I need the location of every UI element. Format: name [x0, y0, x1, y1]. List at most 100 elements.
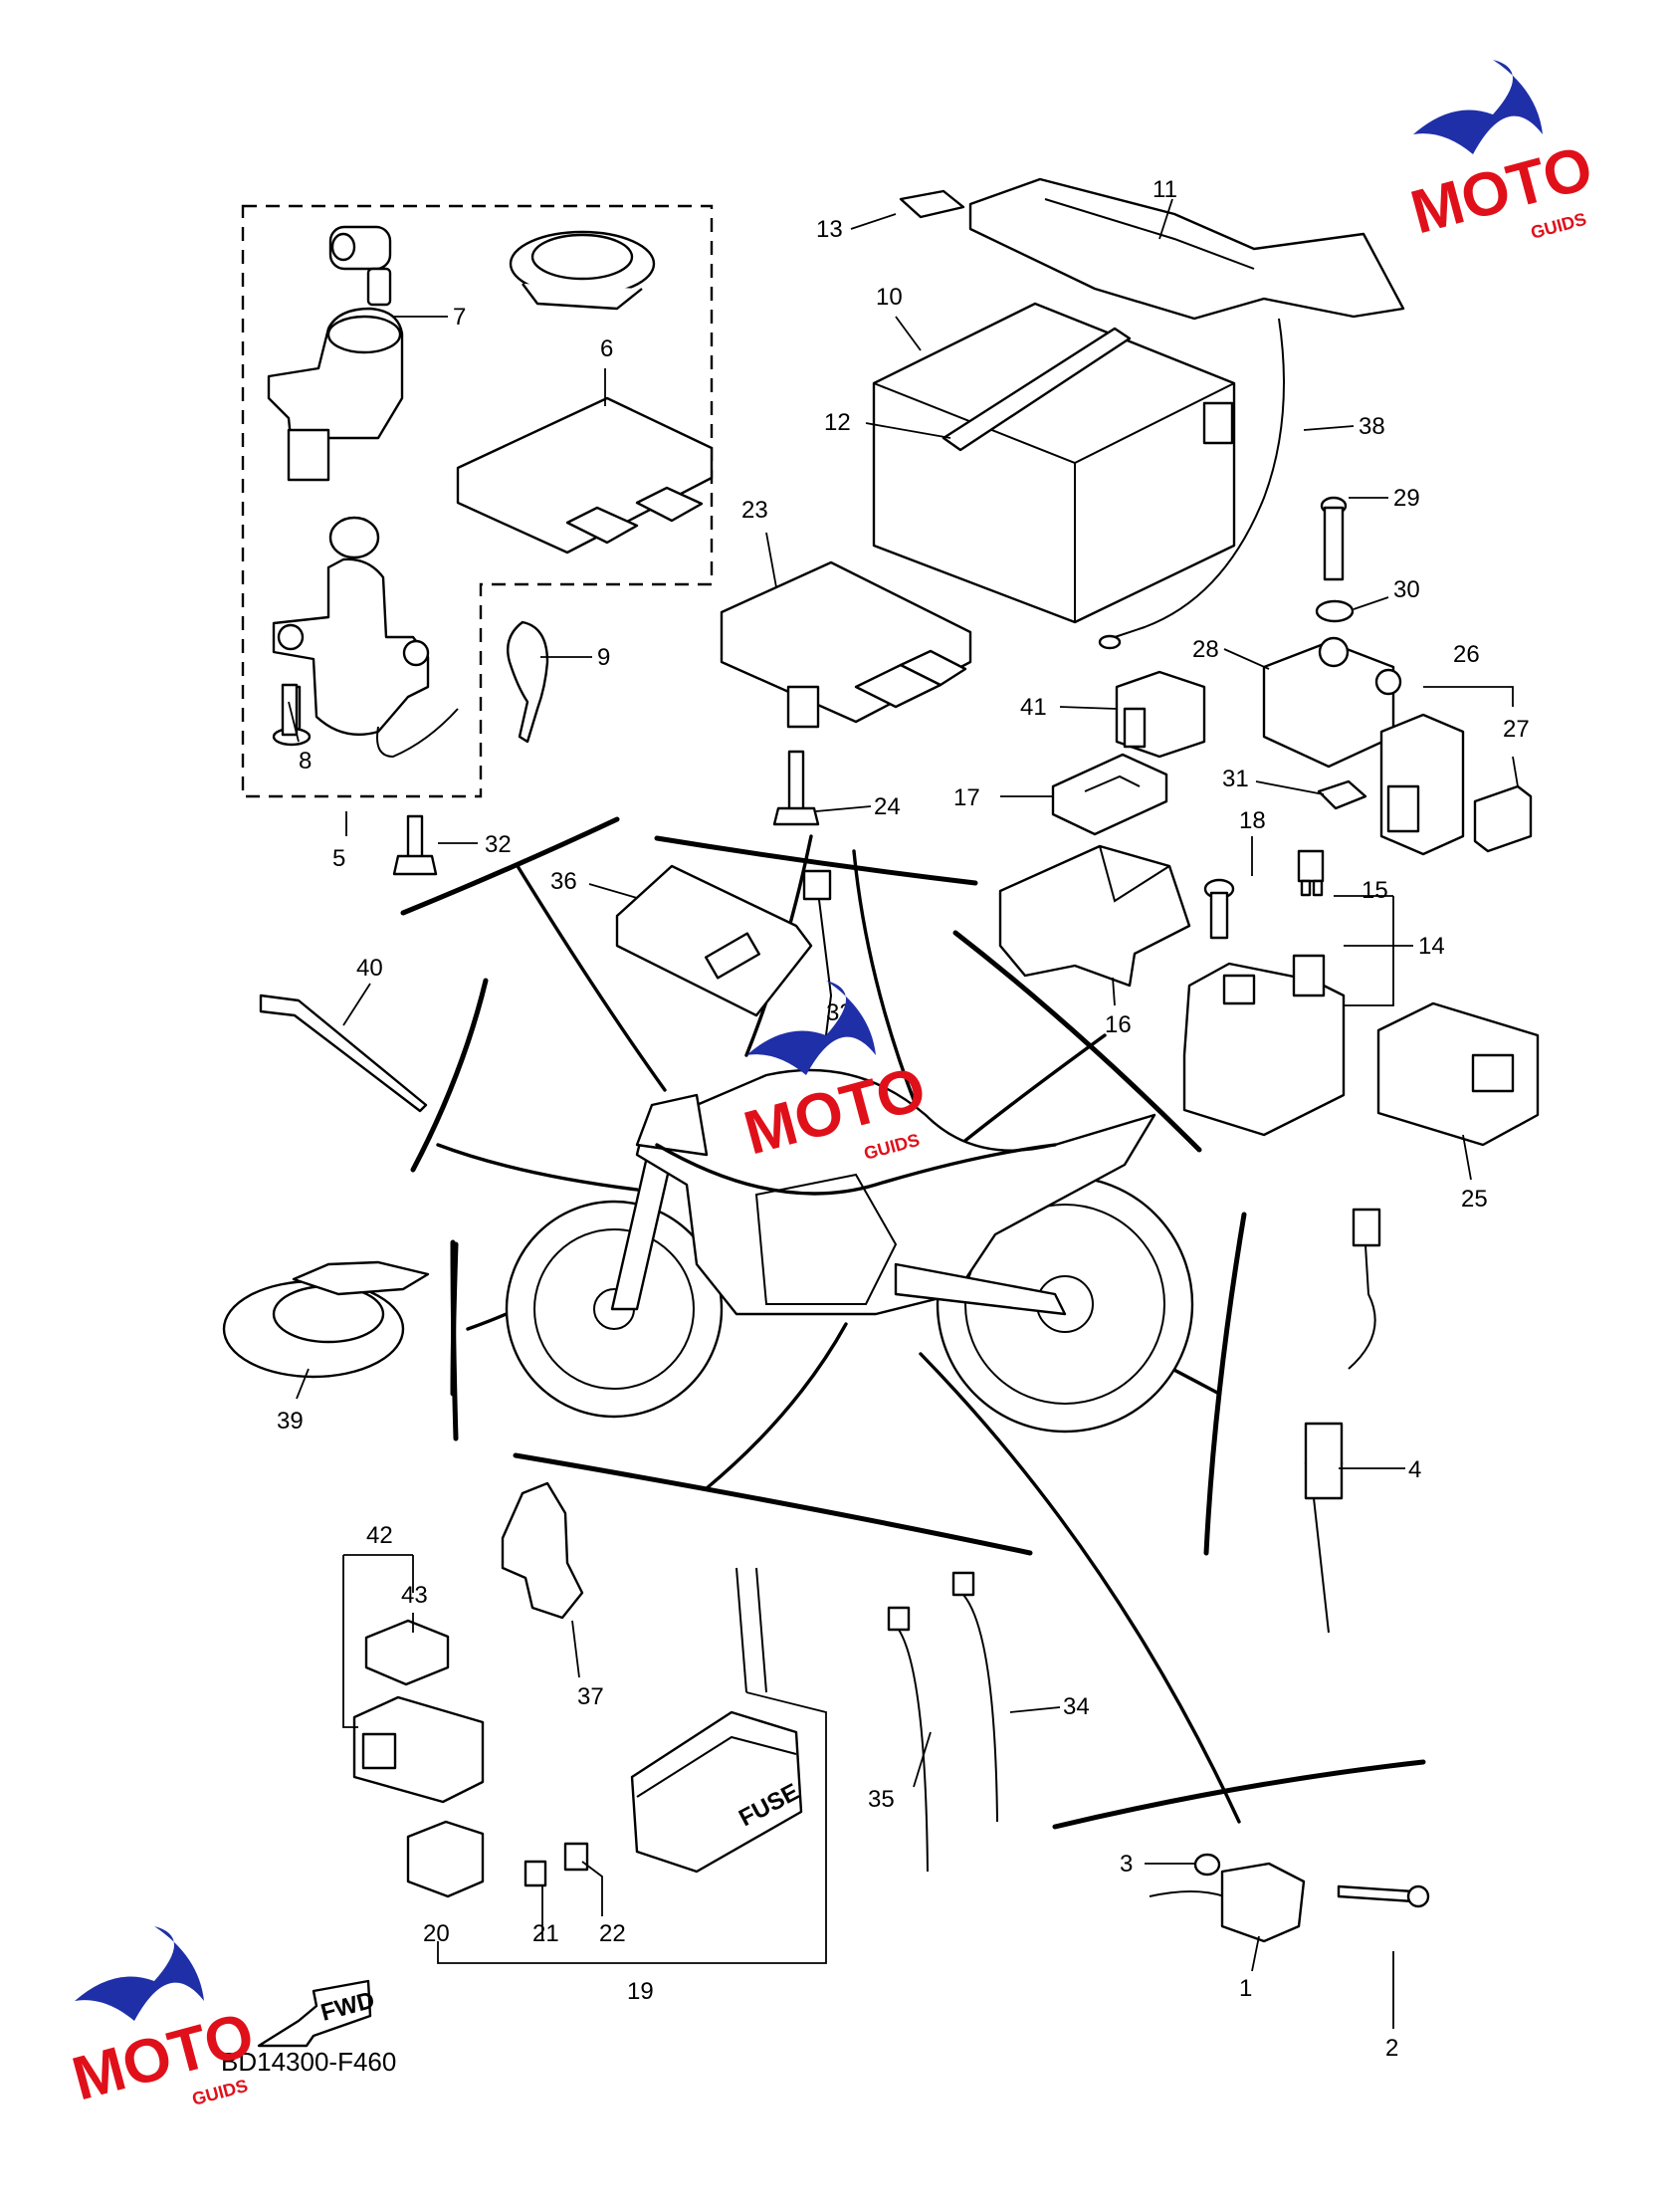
callout-8: 8	[299, 748, 312, 774]
ignition-switch-assembly	[272, 516, 459, 759]
callout-17: 17	[953, 784, 980, 811]
callout-35: 35	[868, 1786, 895, 1813]
bolt-32	[392, 814, 438, 876]
callout-7: 7	[453, 304, 466, 331]
callout-14: 14	[1418, 933, 1445, 960]
callout-3: 3	[1120, 1851, 1133, 1878]
callout-4: 4	[1408, 1456, 1421, 1483]
callout-39: 39	[277, 1408, 304, 1435]
relay-cover-27	[1473, 784, 1533, 853]
watermark-logo-bottom: MOTO GUIDS	[66, 1926, 261, 2114]
callout-41: 41	[1020, 694, 1047, 721]
bolt-24	[772, 750, 820, 826]
relay-25	[1376, 1001, 1540, 1147]
battery-pad	[899, 189, 965, 219]
callout-22: 22	[599, 1920, 626, 1947]
callout-26: 26	[1453, 641, 1480, 668]
callout-21: 21	[532, 1920, 559, 1947]
callout-12: 12	[824, 409, 851, 436]
horn-39	[222, 1260, 430, 1379]
insulator-17	[1051, 753, 1168, 836]
key	[506, 620, 549, 744]
callout-30: 30	[1393, 576, 1420, 603]
starter-relay-14	[1182, 954, 1346, 1137]
fwd-arrow: FWD	[257, 1979, 377, 2048]
sensor-1	[1149, 1862, 1306, 1943]
callout-23: 23	[741, 497, 768, 524]
logo-swoosh	[746, 981, 876, 1075]
callout-27: 27	[1503, 716, 1530, 743]
callout-1: 1	[1239, 1975, 1252, 2002]
callout-38: 38	[1359, 413, 1385, 440]
battery	[872, 302, 1236, 624]
callout-42: 42	[366, 1522, 393, 1549]
fuse-22	[563, 1842, 589, 1872]
battery-box-16	[998, 844, 1191, 988]
cable-tie-35	[887, 1606, 929, 1873]
fuel-tank-cap	[509, 230, 656, 311]
relay-42	[352, 1695, 485, 1804]
main-switch-housing	[267, 307, 404, 482]
callout-25: 25	[1461, 1186, 1488, 1213]
battery-band	[942, 327, 1132, 452]
bolt-29	[1320, 496, 1348, 581]
battery-cover	[968, 177, 1405, 321]
relay-26	[1379, 713, 1465, 856]
harness-tag-36	[615, 864, 813, 1017]
callout-24: 24	[874, 793, 901, 820]
callout-29: 29	[1393, 485, 1420, 512]
fuse-15	[1297, 849, 1325, 897]
bolt-2	[1337, 1884, 1430, 1908]
coupler-20	[406, 1820, 485, 1898]
fuse-box-19: FUSE	[630, 1567, 803, 1874]
callout-31: 31	[1222, 766, 1249, 792]
relay-41	[1115, 670, 1206, 759]
callout-43: 43	[401, 1582, 428, 1609]
battery-negative-lead	[1098, 318, 1285, 650]
leader-lines	[288, 198, 1519, 2029]
bracket-31	[1317, 779, 1367, 810]
callout-32: 32	[485, 831, 512, 858]
logo-swoosh	[75, 1926, 204, 2021]
lead-33	[802, 869, 833, 1036]
washer-30	[1315, 599, 1355, 623]
logo-swoosh	[1413, 60, 1543, 154]
bolt-18	[1203, 878, 1235, 940]
callout-11: 11	[1153, 176, 1177, 203]
callout-16: 16	[1105, 1011, 1132, 1038]
callout-28: 28	[1192, 636, 1219, 663]
seat-lock-cylinder	[328, 225, 392, 307]
callout-20: 20	[423, 1920, 450, 1947]
callout-labels: 1 2 3 4 5 6 7 8 9 10 11 12 13 14 15 16 1…	[277, 176, 1530, 2062]
callout-5: 5	[332, 845, 345, 872]
figure-code: BD14300-F460	[221, 2047, 396, 2077]
callout-10: 10	[876, 284, 903, 311]
ecu-unit	[456, 396, 714, 554]
callout-36: 36	[550, 868, 577, 895]
callout-15: 15	[1362, 877, 1388, 904]
section-dividers	[400, 816, 1426, 1830]
bracket-37	[501, 1481, 584, 1620]
callout-6: 6	[600, 335, 613, 362]
callout-18: 18	[1239, 807, 1266, 834]
callout-19: 19	[627, 1978, 654, 2005]
ignition-kit-frame	[241, 204, 714, 798]
fuse-21	[524, 1860, 547, 1887]
nut-3	[1193, 1853, 1221, 1877]
callout-40: 40	[356, 955, 383, 982]
callout-13: 13	[816, 216, 843, 243]
callout-34: 34	[1063, 1693, 1090, 1720]
callout-2: 2	[1385, 2035, 1398, 2062]
cable-tie-34	[951, 1571, 998, 1823]
watermark-logo-top: MOTO GUIDS	[1404, 60, 1599, 248]
callout-9: 9	[597, 644, 610, 671]
cable-tie-40	[259, 994, 428, 1113]
motorcycle	[505, 1068, 1194, 1434]
sensor-switch-4	[1304, 1208, 1381, 1634]
callout-37: 37	[577, 1683, 604, 1710]
starter-relay-28	[1262, 636, 1402, 769]
relay-unit-23	[720, 560, 972, 729]
relay-cover-43	[364, 1619, 450, 1686]
